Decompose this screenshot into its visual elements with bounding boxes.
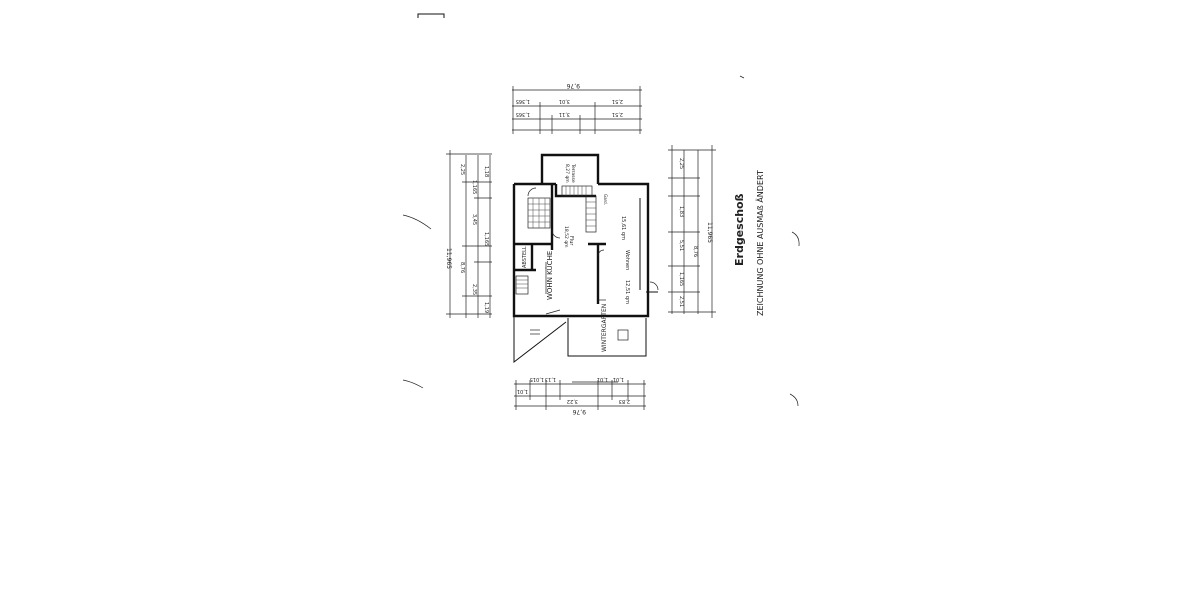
room-label-terrasse: Terrasse — [570, 163, 576, 183]
dim-right-mid: 8,76 — [692, 246, 698, 257]
dim-top-4: 1,365 — [516, 111, 530, 117]
left-dimension-chain: 11,965 8,76 2,25 1,165 1,18 3,45 1,165 2… — [445, 150, 492, 318]
room-area-flur: 18,52 qm — [563, 226, 569, 248]
top-dimension-chain: 9,76 1,365 3,01 2,51 1,365 3,11 2,51 — [512, 82, 642, 134]
dim-right-2: 1,83 — [678, 206, 684, 217]
dim-left-2: 1,165 — [471, 180, 477, 194]
wintergarten-area — [567, 318, 647, 357]
room-label-abstell: ABSTELL — [522, 246, 528, 268]
building-walls — [512, 153, 658, 318]
dim-top-3: 2,51 — [612, 98, 623, 104]
room-area-wohnen-2: 15,61 qm — [620, 216, 626, 240]
dim-left-7: 1,19 — [483, 302, 489, 313]
dim-right-total: 11,965 — [706, 222, 713, 243]
dim-bottom-3: 1,01 — [597, 376, 608, 382]
room-label-wintergarten: WINTERGARTEN — [601, 304, 608, 352]
dim-left-total: 11,965 — [445, 248, 452, 269]
corner-mark — [417, 13, 445, 18]
punch-mark — [791, 231, 800, 247]
ramp-area — [513, 316, 567, 364]
door-swing — [527, 187, 537, 197]
room-label-garderobe: Gard. — [603, 194, 608, 205]
dim-bottom-2: 1,13 — [545, 376, 556, 382]
dim-right-1: 2,25 — [678, 158, 684, 169]
dim-bottom-4: 1,01 — [613, 376, 624, 382]
tile-grid — [527, 197, 551, 229]
dim-bottom-total: 9,76 — [572, 408, 586, 415]
drawing-note: ZEICHNUNG OHNE AUSMAß ÄNDERT — [755, 170, 765, 316]
dim-right-3: 5,51 — [678, 240, 684, 251]
room-label-kueche: WOHN KÜCHE — [545, 251, 554, 300]
dim-bottom-7: 2,83 — [619, 398, 630, 404]
punch-mark — [739, 75, 745, 79]
dim-left-6: 2,35 — [471, 284, 477, 295]
dim-top-5: 3,11 — [559, 111, 570, 117]
punch-mark — [402, 214, 432, 230]
dim-left-1: 2,25 — [459, 164, 465, 175]
dim-bottom-6: 3,22 — [567, 398, 578, 404]
right-dimension-chain: 11,965 8,76 2,25 1,83 5,51 1,165 2,51 — [668, 145, 716, 318]
drawing-title: Erdgeschoß — [733, 193, 746, 266]
dim-left-4: 3,45 — [471, 214, 477, 225]
dim-top-1: 1,365 — [516, 98, 530, 104]
room-label-wohnen: Wohnen — [624, 250, 630, 270]
door-swing — [597, 249, 605, 257]
dim-left-mid: 8,76 — [459, 262, 465, 273]
dim-right-5: 2,51 — [678, 296, 684, 307]
room-area-terrasse: 8,27 qm — [564, 164, 570, 183]
door-swing — [649, 281, 659, 291]
punch-mark — [402, 379, 424, 389]
room-area-wohnen: 12,51 qm — [624, 280, 630, 304]
room-label-flur: Flur — [568, 236, 574, 246]
staircase — [561, 185, 597, 233]
door-swing — [551, 229, 561, 239]
dim-bottom-1: 1,015 — [530, 376, 544, 382]
dim-top-6: 2,51 — [612, 111, 623, 117]
bottom-dimension-chain: 1,015 1,13 1,01 1,01 1,01 3,22 2,83 9,76 — [514, 376, 646, 415]
punch-mark — [789, 393, 799, 407]
dim-left-5: 1,165 — [483, 232, 489, 246]
dim-right-4: 1,165 — [678, 272, 684, 286]
door-line — [545, 309, 561, 315]
dim-bottom-5: 1,01 — [517, 388, 528, 394]
dim-top-total: 9,76 — [566, 82, 580, 89]
dim-top-2: 3,01 — [559, 98, 570, 104]
entrance-steps — [515, 262, 547, 295]
dim-left-3: 1,18 — [483, 166, 489, 177]
